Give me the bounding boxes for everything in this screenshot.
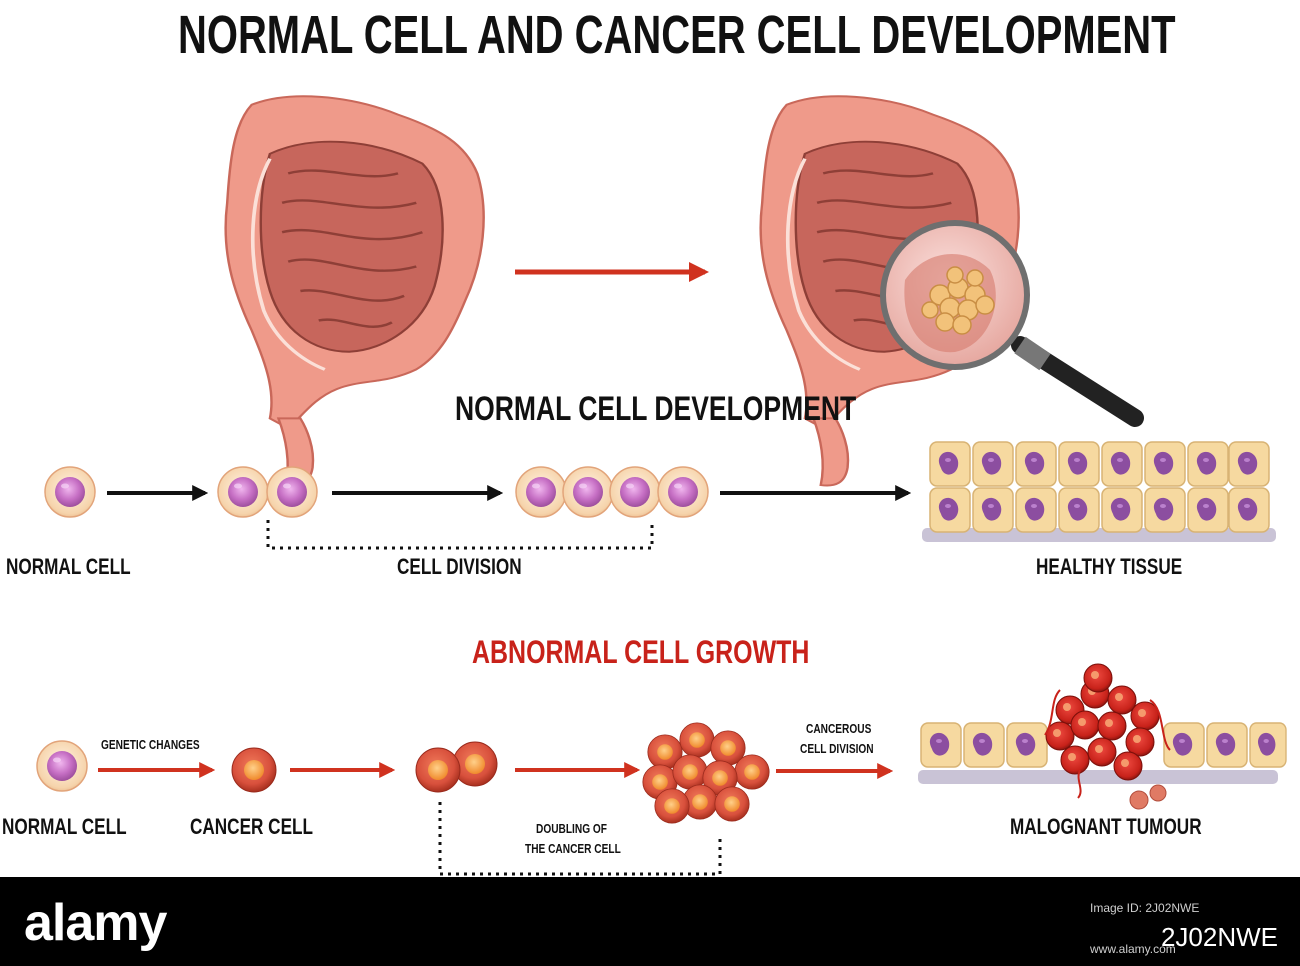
cancer-cell-label: CANCER CELL [190, 814, 313, 839]
stock-image-id: 2J02NWE [1160, 922, 1278, 952]
cancerous-label-line1: CANCEROUS [806, 721, 872, 736]
footer-bar [0, 877, 1300, 966]
cancer-cell-cluster [642, 722, 770, 824]
site-url: www.alamy.com [1090, 942, 1176, 956]
doubling-label-line2: THE CANCER CELL [525, 841, 621, 856]
healthy-tissue-illustration [922, 441, 1276, 542]
cancer-cell-single [231, 747, 277, 793]
page-title: NORMAL CELL AND CANCER CELL DEVELOPMENT [178, 5, 1176, 65]
genetic-changes-label: GENETIC CHANGES [101, 737, 200, 752]
tumour-growth-magnified [921, 266, 995, 335]
image-credit: Image ID: 2J02NWE [1090, 901, 1200, 915]
magnifying-glass-icon [880, 220, 1144, 427]
normal-cell-label: NORMAL CELL [6, 554, 131, 579]
abnormal-normal-cell-label: NORMAL CELL [2, 814, 127, 839]
tumour-mass [1044, 663, 1171, 810]
cell-division-label: CELL DIVISION [397, 554, 522, 579]
abnormal-growth-heading: ABNORMAL CELL GROWTH [472, 634, 810, 670]
intestine-normal-illustration [223, 94, 486, 488]
abnormal-normal-cell [36, 740, 88, 792]
cell-division-bracket [266, 520, 654, 550]
cancerous-label-line2: CELL DIVISION [800, 741, 874, 756]
normal-development-heading: NORMAL CELL DEVELOPMENT [455, 390, 857, 428]
alamy-logo: alamy [24, 894, 167, 952]
normal-cell-pair [217, 466, 318, 518]
doubling-label-line1: DOUBLING OF [536, 821, 607, 836]
malignant-tumour-label: MALOGNANT TUMOUR [1010, 814, 1202, 839]
healthy-tissue-label: HEALTHY TISSUE [1036, 554, 1183, 579]
normal-cell-single [44, 466, 96, 518]
normal-cell-quad [515, 466, 709, 518]
malignant-tumour-illustration [918, 663, 1287, 810]
cancer-cell-doubling [415, 741, 498, 793]
